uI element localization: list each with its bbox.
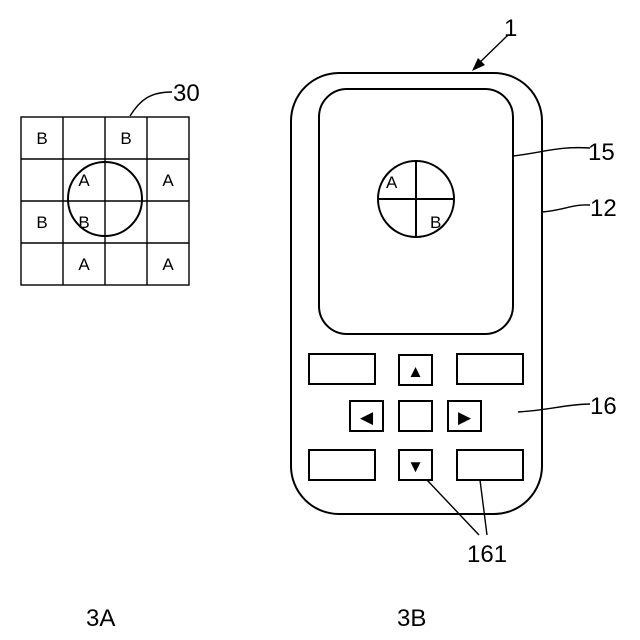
grid-cell-3-3: A (162, 255, 174, 274)
key-top-left[interactable] (309, 354, 375, 384)
ref-label-1: 1 (504, 15, 517, 42)
keypad: ▲ ◀ ▶ ▼ (309, 354, 523, 480)
grid-cell-2-0: B (36, 213, 47, 232)
ref-label-12: 12 (590, 195, 617, 222)
ref-label-30: 30 (173, 80, 200, 107)
leader-line-15 (513, 148, 590, 156)
grid-cell-1-1: A (78, 171, 90, 190)
fig-3a: BBAABBAA 30 3A (21, 80, 200, 632)
leader-line-30 (130, 92, 172, 116)
caption-3a: 3A (86, 605, 115, 632)
ref-label-15: 15 (588, 139, 615, 166)
grid-cell-0-0: B (36, 129, 47, 148)
grid-cell-0-2: B (120, 129, 131, 148)
key-center[interactable] (399, 401, 432, 431)
fig-3b: A B ▲ ◀ ▶ ▼ 1 15 12 (291, 15, 617, 632)
leader-line-12 (542, 205, 590, 212)
arrow-up-icon: ▲ (407, 362, 424, 381)
ref-label-161: 161 (467, 541, 507, 568)
display-mark-b: B (430, 213, 441, 232)
key-bottom-right[interactable] (457, 450, 523, 480)
arrow-right-icon: ▶ (458, 408, 472, 427)
arrow-down-icon: ▼ (407, 457, 424, 476)
grid-cell-1-3: A (162, 171, 174, 190)
display-circle-mark: A B (378, 161, 454, 237)
leader-line-161a (427, 480, 479, 535)
key-top-right[interactable] (457, 354, 523, 384)
grid-cell-3-1: A (78, 255, 90, 274)
leader-line-161b (480, 480, 487, 535)
leader-line-16 (518, 404, 590, 412)
key-bottom-left[interactable] (309, 450, 375, 480)
caption-3b: 3B (397, 605, 426, 632)
arrow-left-icon: ◀ (360, 408, 374, 427)
display-mark-a: A (386, 173, 398, 192)
ref-label-16: 16 (590, 393, 617, 420)
device-housing (291, 73, 542, 514)
